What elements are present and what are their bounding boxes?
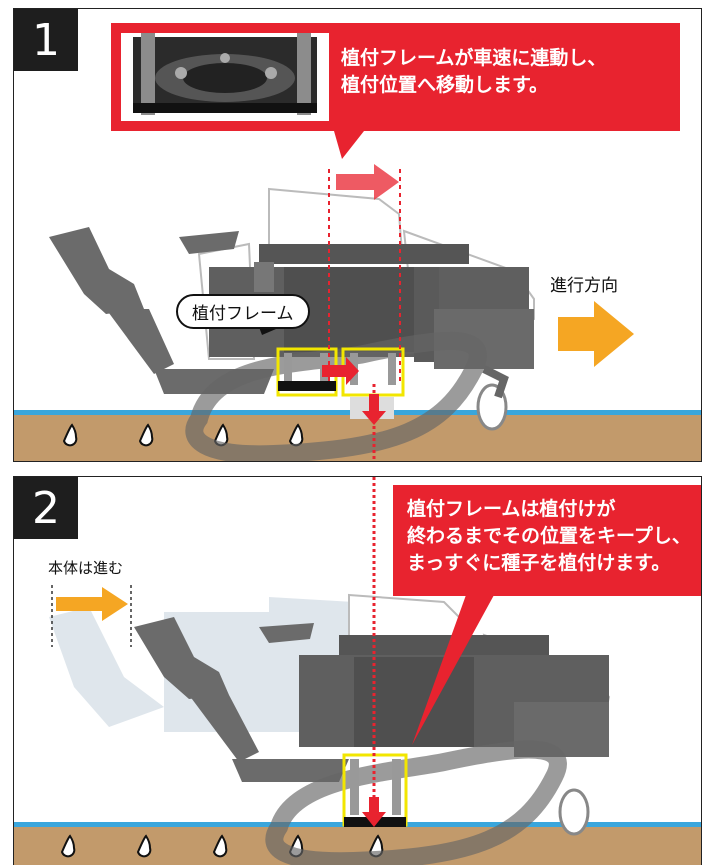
- step-1-callout: 植付フレームが車速に連動し、 植付位置へ移動します。: [111, 23, 680, 131]
- step-2-callout: 植付フレームは植付けが 終わるまでその位置をキープし、 まっすぐに種子を植付けま…: [393, 485, 701, 596]
- frame-shift-arrow-faded: [336, 164, 399, 200]
- callout-line: 植付位置へ移動します。: [341, 74, 549, 96]
- step-1-panel: 1 植付フレームが車速に連動し、 植付位置へ移動します。 植付フレーム 進行方向: [13, 8, 702, 462]
- planting-frame-label: 植付フレーム: [176, 294, 310, 329]
- step-number: 1: [14, 9, 78, 71]
- callout-line: 植付フレームは植付けが: [407, 498, 616, 520]
- callout-pointer: [412, 595, 494, 745]
- travel-direction-arrow: [558, 301, 634, 367]
- drop-arrow: [362, 394, 386, 425]
- float-runner: [185, 331, 487, 461]
- callout-line: 終わるまでその位置をキープし、: [407, 525, 691, 547]
- callout-line: 植付フレームが車速に連動し、: [341, 47, 607, 69]
- wheel: [558, 788, 590, 836]
- direction-label: 進行方向: [550, 276, 618, 296]
- wheel-strut: [482, 365, 509, 399]
- callout-line: まっすぐに種子を植付けます。: [407, 552, 671, 574]
- callout-pointer: [334, 131, 364, 159]
- frame-shift-arrow: [322, 357, 359, 385]
- step-number: 2: [14, 477, 78, 539]
- float-runner: [265, 740, 567, 865]
- planting-frame-photo: [121, 33, 329, 121]
- step-1-callout-text: 植付フレームが車速に連動し、 植付位置へ移動します。: [341, 45, 606, 99]
- body-moves-label: 本体は進む: [48, 559, 124, 577]
- step-2-panel: 2 植付フレームは植付けが 終わるまでその位置をキープし、 まっすぐに種子を植付…: [13, 476, 702, 865]
- drop-arrow: [362, 797, 386, 827]
- step-2-callout-text: 植付フレームは植付けが 終わるまでその位置をキープし、 まっすぐに種子を植付けま…: [407, 496, 691, 577]
- body-forward-arrow: [56, 587, 128, 621]
- step-2-scene: [14, 477, 701, 865]
